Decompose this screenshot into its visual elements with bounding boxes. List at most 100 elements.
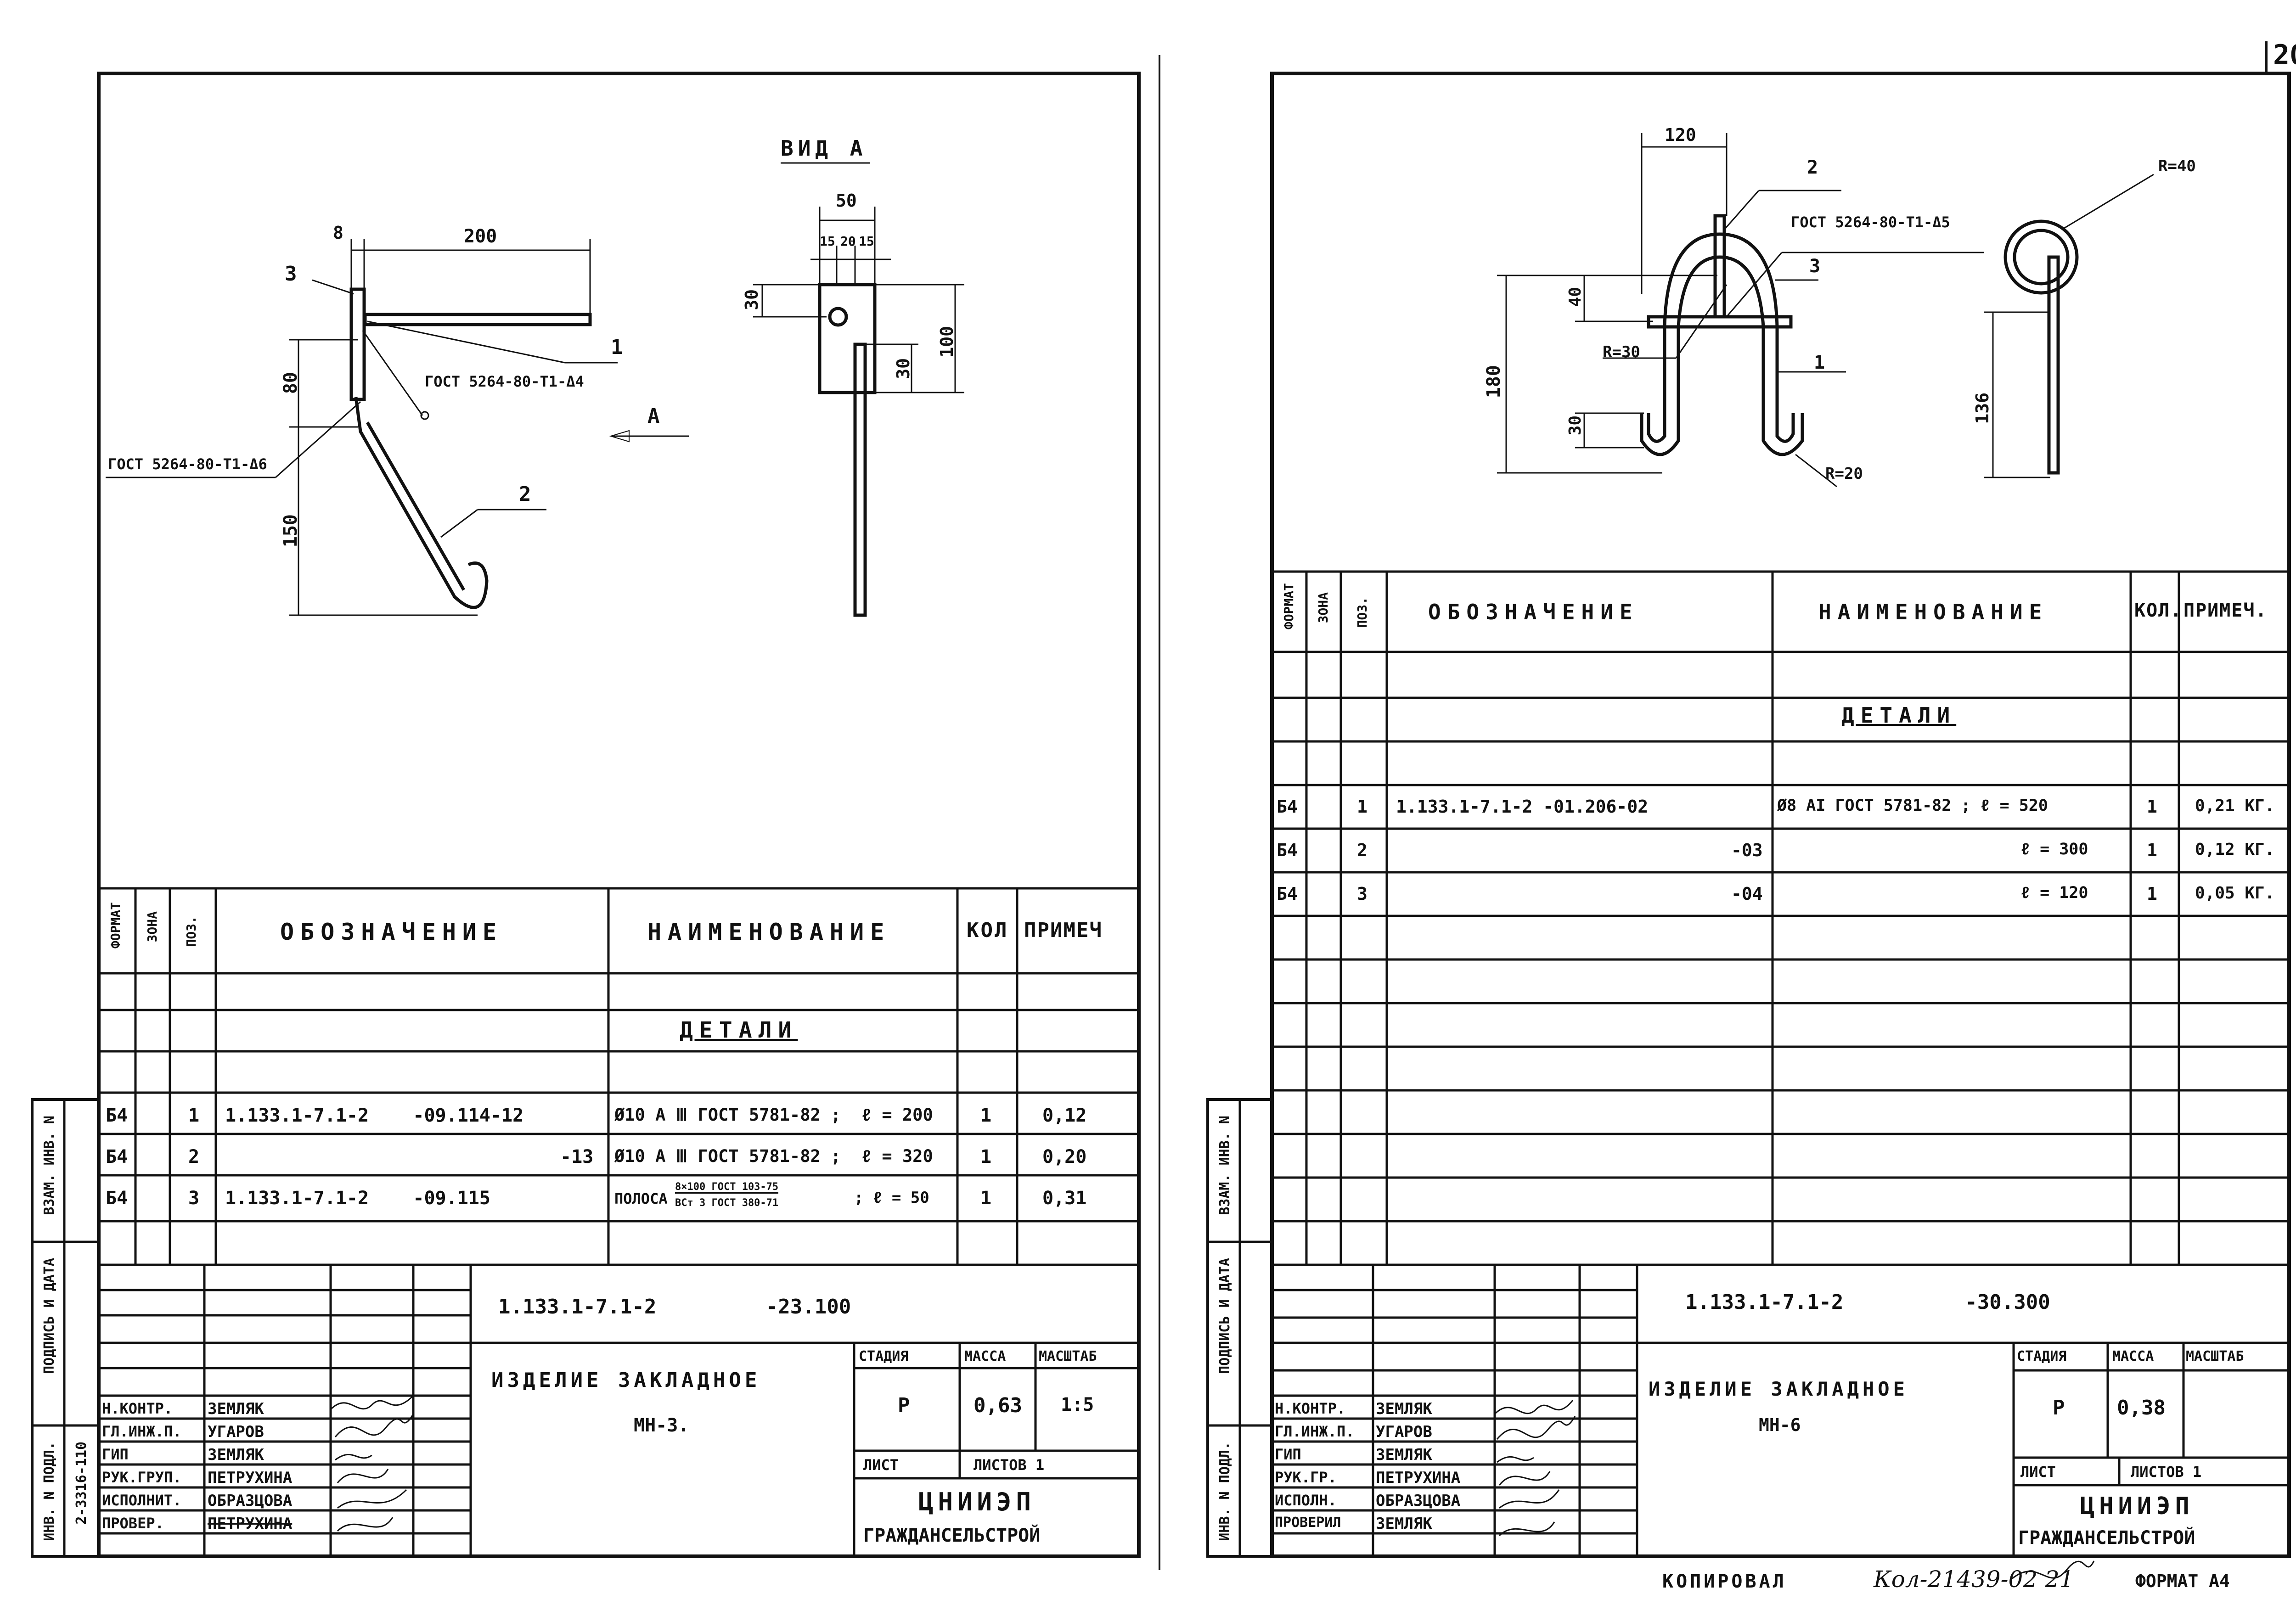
right-th-zone: ЗОНА [1316,592,1331,623]
left-role-4: РУК.ГРУП. [102,1469,182,1486]
right-org-name: ЦНИИЭП [2080,1493,2194,1520]
right-dim-r30: R=30 [1603,343,1640,361]
footer-format: ФОРМАТ А4 [2135,1571,2230,1591]
left-th-qty: КОЛ [967,919,1009,942]
right-signer-5: ОБРАЗЦОВА [1376,1492,1461,1510]
right-role-1: Н.КОНТР. [1275,1400,1346,1417]
left-signer-6: ПЕТРУХИНА [208,1515,293,1533]
right-scale-header: МАСШТАБ [2186,1348,2244,1364]
left-th-name: НАИМЕНОВАНИЕ [647,919,891,945]
left-r3-qty: 1 [980,1188,992,1209]
right-callout-1: 1 [1814,352,1825,373]
right-signer-2: УГАРОВ [1376,1423,1432,1441]
left-dim-80: 80 [280,372,301,394]
right-sheet-header: ЛИСТ [2020,1463,2056,1481]
right-r1-designation: 1.133.1-7.1-2 -01.206-02 [1396,797,1649,817]
right-dim-40: 40 [1566,287,1585,307]
left-r3-format: Б4 [106,1188,128,1209]
left-r3-name: ПОЛОСА [614,1190,668,1207]
view-a-dim-20: 20 [840,234,856,249]
signature-left-6 [337,1517,394,1532]
left-signer-4: ПЕТРУХИНА [208,1469,293,1487]
left-stage: Р [898,1394,910,1417]
signature-right-5 [1499,1489,1560,1509]
left-org-name: ЦНИИЭП [918,1487,1036,1516]
left-r2-note: 0,20 [1042,1146,1087,1167]
right-stage-header: СТАДИЯ [2017,1348,2067,1364]
left-r3-name-tail: ; ℓ = 50 [854,1189,929,1207]
right-ring [2003,219,2079,295]
right-callout-3: 3 [1809,256,1821,277]
right-dim-120: 120 [1665,125,1696,145]
right-r3-qty: 1 [2147,884,2157,904]
view-a-plate [818,283,877,394]
left-r1-note: 0,12 [1042,1105,1087,1126]
left-stage-header: СТАДИЯ [859,1348,909,1364]
left-sheet-header: ЛИСТ [863,1456,899,1474]
right-callout-2: 2 [1807,157,1818,178]
view-a-dim-30b: 30 [893,358,913,379]
left-r3-name-den: ВСт 3 ГОСТ 380-71 [675,1197,779,1209]
right-side-bar [2047,255,2060,475]
left-r2-designation: -13 [560,1146,594,1167]
right-signer-3: ЗЕМЛЯК [1376,1446,1432,1464]
right-r1-pos: 1 [1357,797,1367,817]
left-r1-pos: 1 [188,1105,200,1126]
right-dim-30: 30 [1566,415,1585,436]
right-th-note: ПРИМЕЧ. [2183,600,2268,621]
right-sheets-header: ЛИСТОВ 1 [2131,1463,2202,1481]
left-callout-1: 1 [611,336,623,359]
left-r2-name: Ø10 А Ⅲ ГОСТ 5781-82 ; ℓ = 320 [614,1146,933,1166]
left-signer-5: ОБРАЗЦОВА [208,1492,293,1510]
left-dim-200: 200 [464,226,497,247]
left-scale-header: МАСШТАБ [1039,1348,1097,1364]
left-th-pos: ПОЗ. [184,916,199,947]
right-th-format: ФОРМАТ [1281,583,1296,630]
left-r1-name: Ø10 А Ⅲ ГОСТ 5781-82 ; ℓ = 200 [614,1105,933,1125]
right-doc-code: 1.133.1-7.1-2 -30.300 [1685,1291,2050,1314]
right-doc-title: ИЗДЕЛИЕ ЗАКЛАДНОЕ [1649,1378,1908,1400]
right-signer-4: ПЕТРУХИНА [1376,1469,1461,1487]
left-spec-table-lines [99,887,1139,1266]
left-signer-3: ЗЕМЛЯК [208,1446,264,1464]
left-r3-designation: 1.133.1-7.1-2 -09.115 [225,1188,490,1209]
right-r2-pos: 2 [1357,840,1367,860]
right-org-sub: ГРАЖДАНСЕЛЬСТРОЙ [2018,1527,2195,1549]
view-a-dim-15b: 15 [859,234,874,249]
left-weld-note-6: ГОСТ 5264-80-Т1-Δ6 [108,455,267,473]
right-spec-table-lines [1272,570,2289,1266]
left-arrow-label: А [647,404,660,428]
signature-left-1 [330,1395,414,1410]
left-r1-designation: 1.133.1-7.1-2 -09.114-12 [225,1105,524,1126]
right-part-2 [1713,214,1726,319]
right-r3-format: Б4 [1277,884,1298,904]
right-stage: Р [2053,1396,2065,1420]
right-part-1 [1677,255,1765,327]
signature-right-2 [1496,1416,1576,1440]
right-r1-format: Б4 [1277,797,1298,817]
right-side-strip-lines [1206,1098,1273,1558]
left-r2-qty: 1 [980,1146,992,1167]
signature-left-4 [337,1469,389,1483]
left-callout-2: 2 [519,483,531,506]
left-sheets-header: ЛИСТОВ 1 [974,1456,1045,1474]
left-r1-qty: 1 [980,1105,992,1126]
left-doc-code: 1.133.1-7.1-2 -23.100 [498,1295,851,1319]
right-r1-note: 0,21 КГ. [2195,797,2275,815]
left-doc-subtitle: МН-3. [634,1415,689,1436]
right-dim-r20: R=20 [1825,465,1863,483]
right-dim-r40: R=40 [2158,157,2196,175]
page-number: 20 [2273,39,2296,71]
left-role-6: ПРОВЕР. [102,1515,164,1532]
left-dim-8: 8 [333,223,343,243]
footer-order-number: Кол-21439-02 21 [1874,1566,2074,1593]
right-mass: 0,38 [2117,1396,2166,1420]
right-th-name: НАИМЕНОВАНИЕ [1818,600,2048,624]
left-role-3: ГИП [102,1446,129,1463]
left-signer-2: УГАРОВ [208,1423,264,1441]
right-r2-designation: -03 [1731,840,1763,860]
view-a-dim-100: 100 [937,326,957,358]
left-weld-note-4: ГОСТ 5264-80-Т1-Δ4 [425,373,584,390]
footer-scribble [2011,1560,2095,1580]
